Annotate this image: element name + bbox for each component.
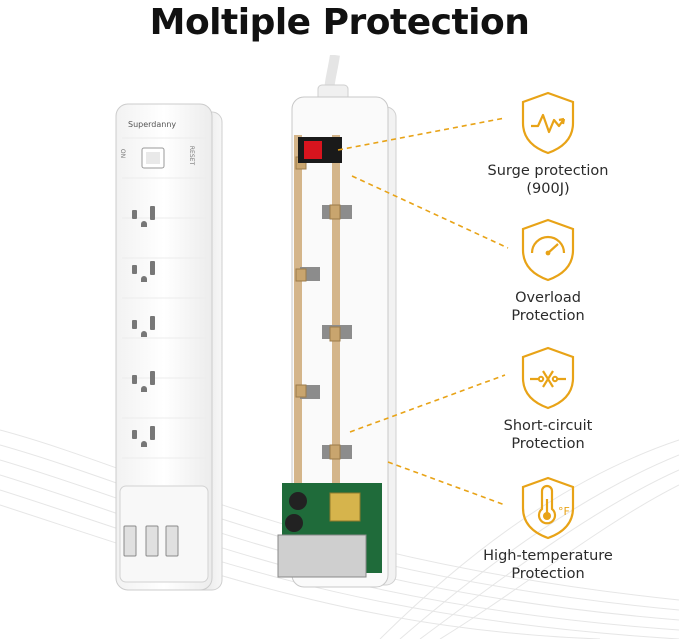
svg-text:°F: °F	[558, 505, 570, 518]
power-strip-front	[115, 103, 223, 591]
feature-surge-line2: (900J)	[526, 181, 570, 197]
feature-short-circuit-line2: Protection	[511, 436, 585, 452]
switch-label: ON	[119, 148, 127, 159]
page-title: Moltiple Protection	[149, 2, 530, 43]
short-circuit-icon	[521, 346, 575, 410]
feature-high-temp-line1: High-temperature	[483, 548, 613, 564]
power-strip-cutaway	[277, 55, 397, 588]
brand-label: Superdanny	[128, 120, 177, 129]
feature-surge: Surge protection (900J)	[468, 90, 628, 198]
feature-surge-line1: Surge protection	[487, 163, 609, 179]
feature-overload-line2: Protection	[511, 308, 585, 324]
feature-short-circuit-line1: Short-circuit	[503, 418, 593, 434]
surge-icon	[521, 91, 575, 155]
thermometer-icon: °F	[521, 476, 575, 540]
gauge-icon	[521, 218, 575, 282]
feature-overload-line1: Overload	[515, 290, 581, 306]
reset-label: RESET	[188, 145, 196, 166]
feature-high-temp-line2: Protection	[511, 566, 585, 582]
